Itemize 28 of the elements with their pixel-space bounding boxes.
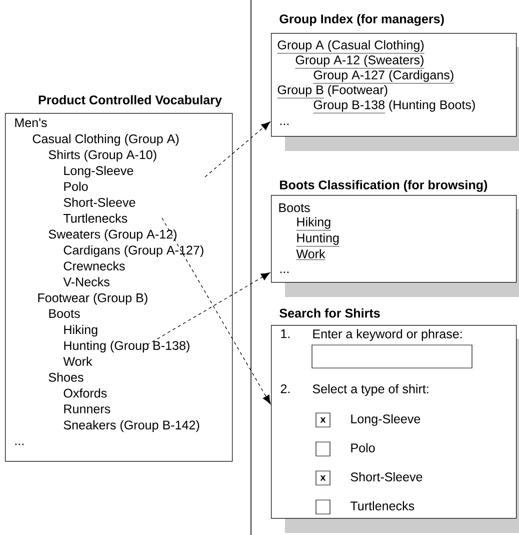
list-item: Oxfords xyxy=(64,388,107,398)
list-item: Runners xyxy=(64,404,110,414)
list-item: Sweaters (Group A-12) xyxy=(48,229,176,242)
list-item: Boots xyxy=(49,309,80,318)
list-item: Casual Clothing (Group A) xyxy=(32,134,179,146)
list-item: Work xyxy=(63,356,92,366)
list-item: Men's xyxy=(15,118,47,128)
panel-heading: Boots Classification (for browsing) xyxy=(280,180,488,192)
list-item: ... xyxy=(15,444,24,446)
list-item: Hunting (Group B-138) xyxy=(64,340,190,352)
list-item: Footwear (Group B) xyxy=(38,293,148,305)
panel-heading: Product Controlled Vocabulary xyxy=(38,95,222,107)
list-item: Shirts (Group A-10) xyxy=(48,150,156,162)
arrow xyxy=(204,122,270,178)
arrow xyxy=(162,218,271,404)
arrow xyxy=(146,272,270,346)
list-item: Short-Sleeve xyxy=(64,198,136,207)
list-item: Crewnecks xyxy=(64,261,125,270)
panel-heading: Search for Shirts xyxy=(280,308,380,318)
list-item: Polo xyxy=(64,182,88,191)
list-item: Shoes xyxy=(48,372,84,382)
list-item: Turtlenecks xyxy=(63,214,128,223)
list-item: Hiking xyxy=(64,324,98,337)
list-item: Sneakers (Group B-142) xyxy=(64,420,200,432)
panel-heading: Group Index (for managers) xyxy=(280,14,444,26)
list-item: V-Necks xyxy=(63,277,110,286)
list-item: Long-Sleeve xyxy=(64,166,134,178)
list-item: Cardigans (Group A-127) xyxy=(64,245,204,258)
